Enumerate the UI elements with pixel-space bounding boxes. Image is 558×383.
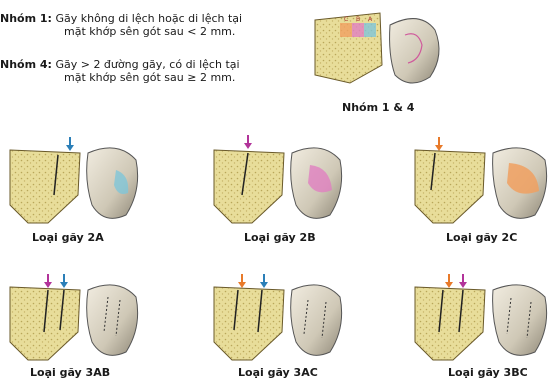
caption-group-1-4: Nhóm 1 & 4 xyxy=(342,101,414,114)
calcaneus-section xyxy=(415,150,485,223)
top-illustration: C B A xyxy=(310,5,450,95)
zone-letter-b: B xyxy=(356,16,360,23)
talus-bone xyxy=(87,285,138,355)
group-4-label: Nhóm 4: xyxy=(0,58,52,71)
zone-c xyxy=(340,23,352,37)
zone-letter-c: C xyxy=(344,16,348,23)
zone-b xyxy=(352,23,364,37)
group-4-line2: mặt khớp sên gót sau ≥ 2 mm. xyxy=(0,71,300,84)
label-type-3ab: Loại gãy 3AB xyxy=(30,366,110,379)
group-1-line2: mặt khớp sên gót sau < 2 mm. xyxy=(0,25,300,38)
group-1-label: Nhóm 1: xyxy=(0,12,52,25)
talus-bone xyxy=(493,285,547,355)
figure-type-3bc xyxy=(413,272,553,362)
label-type-3ac: Loại gãy 3AC xyxy=(238,366,318,379)
calcaneus-section xyxy=(214,287,284,360)
talus-bone xyxy=(291,285,342,355)
zone-a xyxy=(364,23,376,37)
label-type-2c: Loại gãy 2C xyxy=(446,231,517,244)
calcaneus-section xyxy=(214,150,284,223)
figure-type-2b xyxy=(212,135,347,225)
calcaneus-section xyxy=(415,287,485,360)
calcaneus-section xyxy=(10,150,80,223)
group-4-line1: Gãy > 2 đường gãy, có di lệch tại xyxy=(55,58,239,71)
label-type-3bc: Loại gãy 3BC xyxy=(448,366,528,379)
group-1-line1: Gãy không di lệch hoặc di lệch tại xyxy=(55,12,242,25)
group-1-description: Nhóm 1: Gãy không di lệch hoặc di lệch t… xyxy=(0,12,300,38)
figure-type-2c xyxy=(413,135,553,225)
label-type-2a: Loại gãy 2A xyxy=(32,231,104,244)
top-talus-bone xyxy=(390,19,439,83)
figure-type-2a xyxy=(8,135,143,225)
figure-type-3ac xyxy=(212,272,347,362)
talus-bone xyxy=(87,148,138,218)
group-4-description: Nhóm 4: Gãy > 2 đường gãy, có di lệch tạ… xyxy=(0,58,300,84)
label-type-2b: Loại gãy 2B xyxy=(244,231,316,244)
figure-type-3ab xyxy=(8,272,143,362)
